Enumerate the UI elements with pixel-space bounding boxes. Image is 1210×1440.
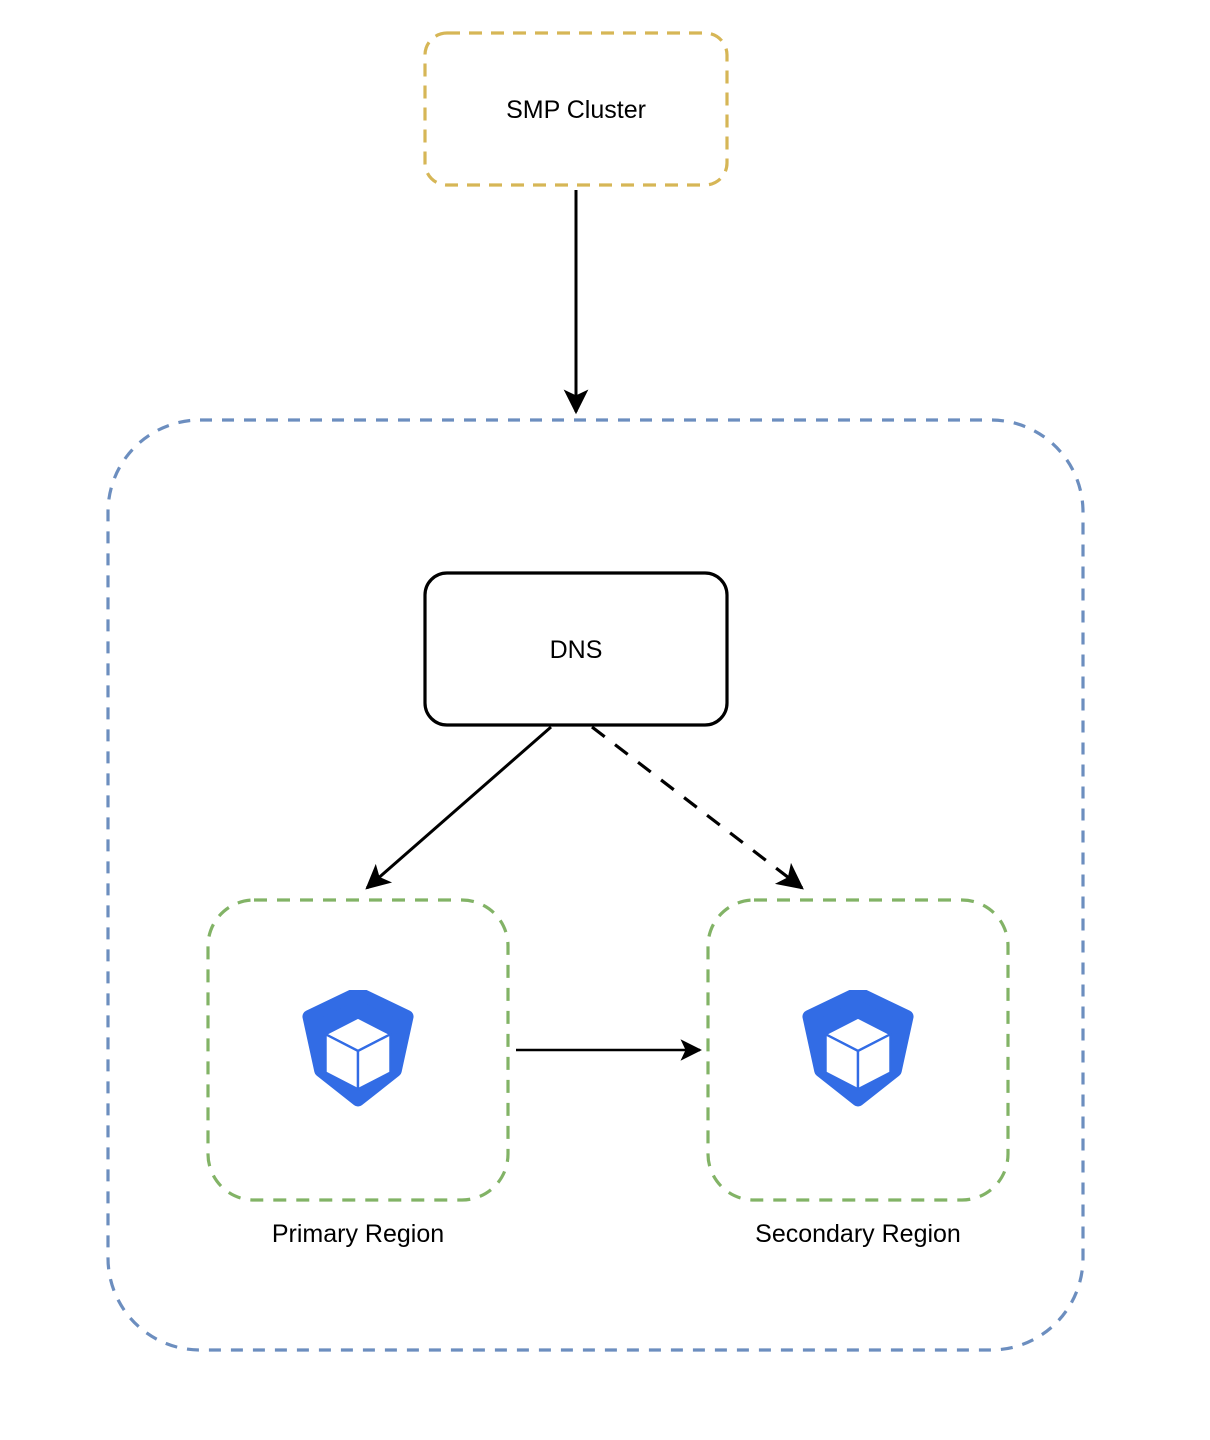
primary-region-label: Primary Region bbox=[271, 1220, 445, 1248]
kubernetes-icon bbox=[302, 990, 414, 1107]
kubernetes-icon bbox=[802, 990, 914, 1107]
smp-cluster-box[interactable] bbox=[423, 31, 729, 187]
smp-cluster-label: SMP Cluster bbox=[506, 96, 646, 124]
cloud-boundary-region bbox=[106, 418, 1085, 1352]
edge-dns-to-secondary bbox=[591, 725, 804, 890]
dns-label: DNS bbox=[549, 636, 603, 664]
edge-dns-to-primary bbox=[365, 725, 552, 890]
dns-box[interactable] bbox=[423, 571, 729, 727]
secondary-region-label: Secondary Region bbox=[755, 1220, 961, 1248]
